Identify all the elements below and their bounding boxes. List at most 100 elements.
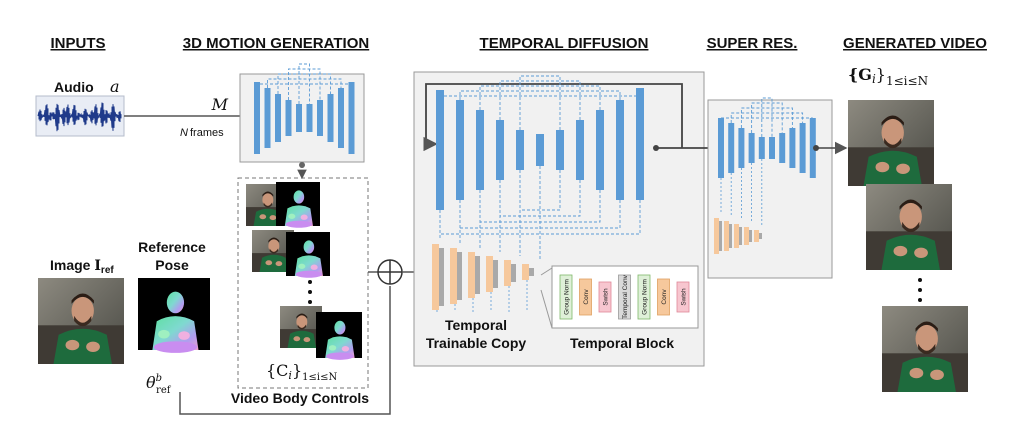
- super-res-copy-layer: [724, 221, 729, 251]
- m-symbol: M: [211, 95, 229, 114]
- temporal-unet-layer: [476, 110, 484, 190]
- motion-unet-layer: [327, 94, 334, 142]
- super-res-unet-skip-connection: [751, 102, 783, 133]
- temporal-copy-connector: [440, 200, 641, 235]
- motion-unet-layer: [285, 100, 292, 136]
- trainable-copy-temporal-layer: [475, 256, 480, 294]
- header-3d-motion-generation: 3D MOTION GENERATION: [183, 35, 369, 52]
- temporal-unet-layer: [636, 88, 644, 200]
- temporal-block-item: [579, 278, 592, 316]
- temporal-copy-connector: [460, 200, 621, 229]
- super-res-unet-layer: [738, 128, 745, 168]
- temporal-block-item: [618, 274, 631, 320]
- temporal-unet-skip-connection: [479, 85, 601, 110]
- arrow-pose-to-sum: [179, 286, 391, 415]
- super-res-copy-layer: [714, 218, 719, 254]
- super-res-unet: [718, 97, 816, 226]
- temporal-unet-layer: [516, 130, 524, 170]
- trainable-copy-temporal-layer: [493, 260, 498, 288]
- super-res-copy-temporal-layer: [749, 230, 752, 242]
- super-res-unet-layer: [758, 137, 765, 159]
- temporal-output-node: [653, 145, 659, 151]
- super-res-unet-layer: [748, 133, 755, 163]
- control-frame-n: [280, 306, 362, 360]
- super-res-copy-layer: [744, 227, 749, 245]
- trainable-copy-layer: [504, 260, 511, 286]
- temporal-block-item: [637, 274, 651, 320]
- super-res-copy-layer: [734, 224, 739, 248]
- header-super-res: SUPER RES.: [707, 35, 798, 52]
- sum-node-icon: [377, 259, 403, 285]
- temporal-loop-arrow: [423, 83, 440, 152]
- temporal-copy-line2: Trainable Copy: [426, 335, 527, 351]
- reference-pose-line1: Reference: [138, 239, 206, 255]
- temporal-unet-skip-connection: [439, 88, 641, 97]
- ellipsis-dots-icon: [308, 280, 312, 304]
- image-label: Image Iref: [50, 257, 114, 276]
- temporal-block-item-label: Conv: [661, 289, 668, 305]
- motion-unet-layer: [306, 104, 313, 132]
- motion-unet-skip-connection: [288, 68, 321, 100]
- video-body-controls-box: [237, 177, 369, 389]
- temporal-unet-layer: [456, 100, 464, 200]
- temporal-block-item-label: Conv: [583, 289, 590, 305]
- ellipsis-dots-icon: [918, 278, 922, 302]
- super-res-copy-temporal-layer: [719, 221, 722, 251]
- temporal-copy-connector: [500, 180, 581, 217]
- reference-pose-line2: Pose: [155, 257, 189, 273]
- temporal-copy-connector: [480, 190, 601, 223]
- motion-unet-layer: [264, 88, 271, 148]
- audio-symbol: a: [110, 77, 120, 96]
- temporal-unet-layer: [436, 90, 444, 210]
- super-res-unet-skip-connection: [730, 112, 804, 123]
- super-res-unet-layer: [779, 133, 786, 163]
- motion-unet-skip-connection: [298, 63, 310, 104]
- motion-unet-layer: [348, 82, 355, 154]
- generated-math: {Gi}1≤i≤N: [848, 65, 928, 88]
- super-res-trainable-copy: [714, 218, 762, 254]
- temporal-block-label: Temporal Block: [570, 335, 674, 351]
- motion-unet-skip-connection: [277, 73, 331, 94]
- control-frame-1: [246, 182, 320, 228]
- trainable-copy-layer: [432, 244, 439, 310]
- super-res-unet-layer: [728, 123, 735, 173]
- motion-unet: [254, 63, 355, 154]
- trainable-copy-layer: [468, 252, 475, 298]
- super-res-unet-layer: [799, 123, 806, 173]
- temporal-trainable-copy: [432, 244, 534, 312]
- reference-image-person-photo-icon: [38, 278, 124, 364]
- trainable-copy-layer: [450, 248, 457, 304]
- temporal-block-item-label: Group Norm: [642, 279, 649, 315]
- n-symbol: N: [180, 127, 188, 139]
- temporal-unet-layer: [616, 100, 624, 200]
- temporal-unet-layer: [576, 120, 584, 180]
- super-res-unet-layer: [809, 118, 816, 178]
- generated-frame-2-person-photo-icon: [866, 184, 952, 270]
- trainable-copy-temporal-layer: [457, 252, 462, 300]
- temporal-block-callout-top: [540, 267, 553, 276]
- motion-unet-skip-connection: [256, 82, 352, 85]
- header-temporal-diffusion: TEMPORAL DIFFUSION: [480, 35, 649, 52]
- trainable-copy-temporal-layer: [511, 264, 516, 282]
- temporal-unet-layer: [556, 130, 564, 170]
- trainable-copy-layer: [522, 264, 529, 280]
- temporal-unet: [436, 75, 644, 260]
- temporal-unet-layer: [536, 134, 544, 166]
- super-res-copy-temporal-layer: [729, 224, 732, 248]
- audio-label: Audio: [54, 79, 94, 95]
- temporal-unet-layer: [596, 110, 604, 190]
- temporal-copy-line1: Temporal: [445, 317, 507, 333]
- motion-unet-layer: [275, 94, 281, 142]
- temporal-block-item-label: Swish: [603, 288, 610, 306]
- temporal-unet-layer: [496, 120, 504, 180]
- trainable-copy-temporal-layer: [439, 248, 444, 306]
- temporal-block-item: [559, 274, 573, 320]
- super-res-unet-layer: [769, 137, 775, 159]
- temporal-top-line: [440, 83, 683, 148]
- controls-math: {Ci}1≤i≤N: [266, 361, 337, 383]
- header-inputs: INPUTS: [50, 35, 105, 52]
- temporal-block-callout-bottom: [540, 289, 553, 329]
